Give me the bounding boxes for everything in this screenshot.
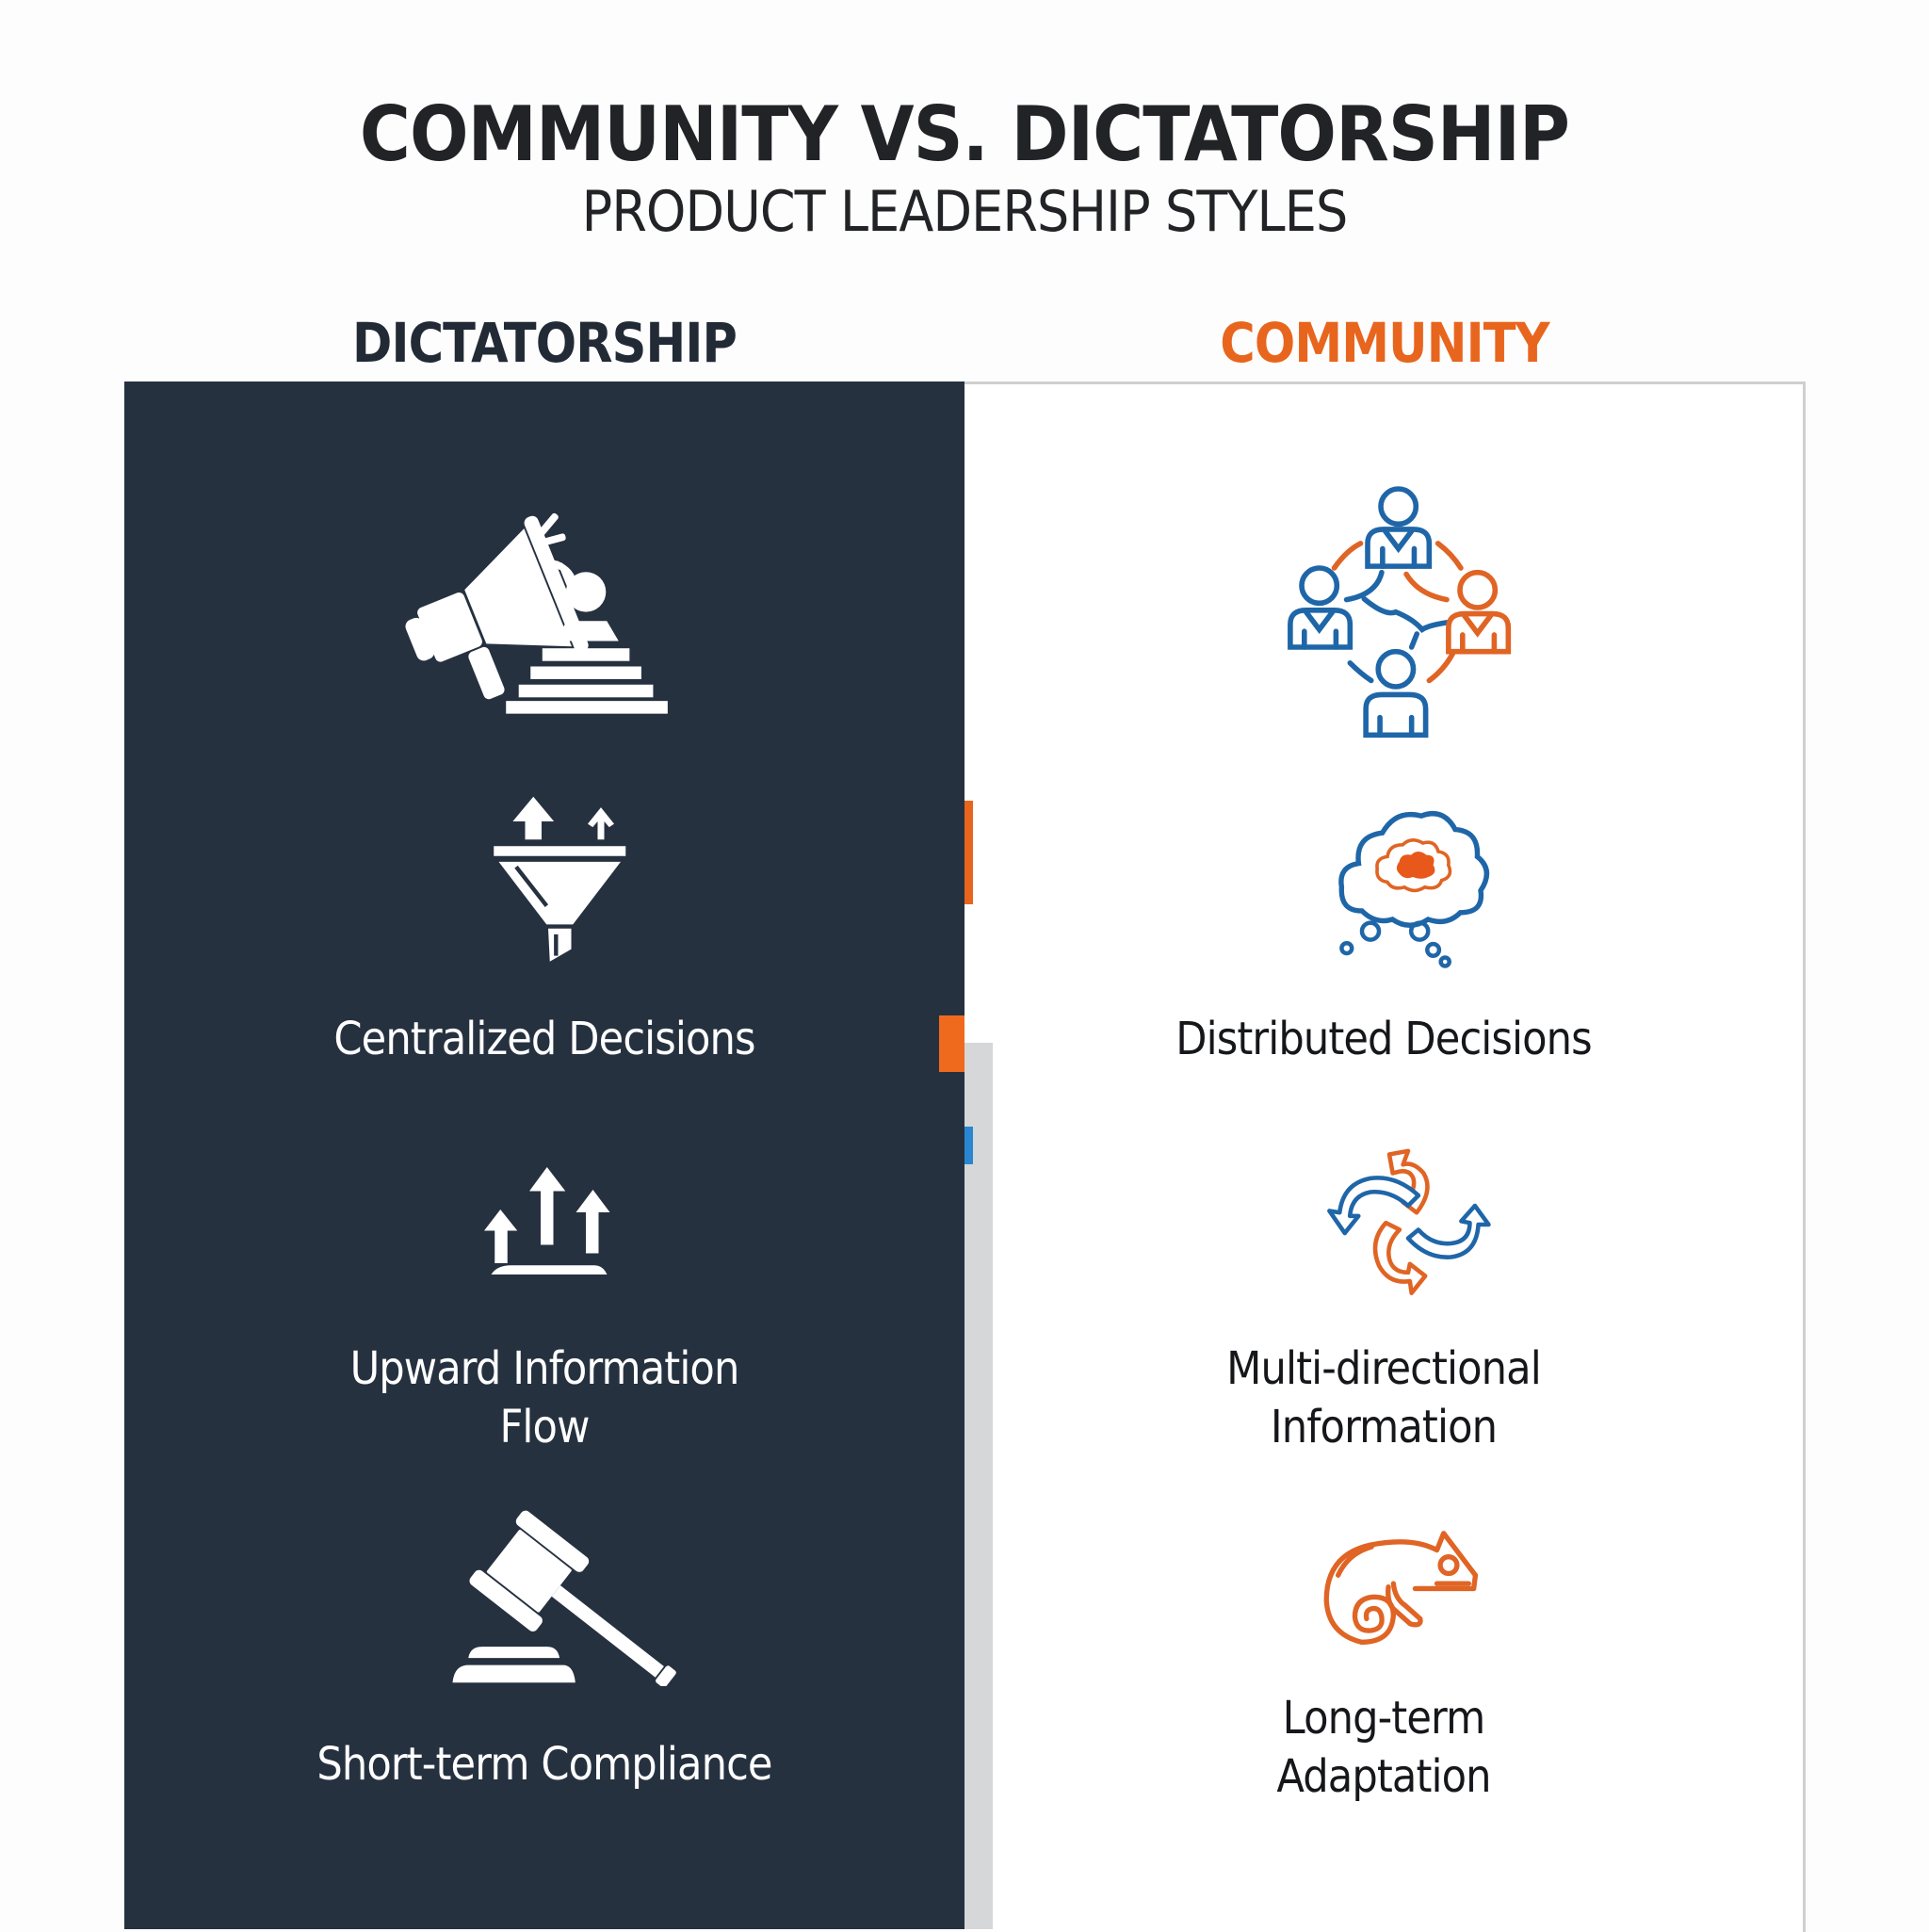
page-subtitle: PRODUCT LEADERSHIP STYLES xyxy=(581,179,1349,245)
multidirectional-arrows-icon xyxy=(1314,1130,1502,1319)
community-heading: COMMUNITY xyxy=(1220,311,1549,375)
page-title: COMMUNITY VS. DICTATORSHIP xyxy=(359,90,1570,178)
divider-accent-blue xyxy=(964,1127,973,1164)
divider-gray-strip xyxy=(964,1043,993,1929)
connected-people-network-icon xyxy=(1262,471,1526,744)
thought-cloud-icon xyxy=(1328,791,1498,980)
gavel-icon xyxy=(433,1507,688,1686)
funnel-arrows-up-icon xyxy=(476,784,640,991)
megaphone-podium-icon xyxy=(381,476,692,730)
divider-accent-orange-block xyxy=(939,1015,964,1072)
label-centralized-decisions: Centralized Decisions xyxy=(333,1013,755,1065)
divider-accent-orange-top xyxy=(964,801,973,904)
label-short-term-compliance: Short-term Compliance xyxy=(316,1738,772,1791)
community-panel xyxy=(964,382,1806,1932)
dictatorship-heading: DICTATORSHIP xyxy=(351,311,738,375)
label-distributed-decisions: Distributed Decisions xyxy=(1175,1013,1592,1065)
chameleon-icon xyxy=(1309,1517,1498,1667)
upward-arrows-icon xyxy=(462,1151,631,1302)
label-multi-directional-information: Multi-directional Information xyxy=(1226,1342,1542,1453)
label-long-term-adaptation: Long-term Adaptation xyxy=(1276,1692,1491,1803)
label-upward-information-flow: Upward Information Flow xyxy=(349,1342,740,1453)
